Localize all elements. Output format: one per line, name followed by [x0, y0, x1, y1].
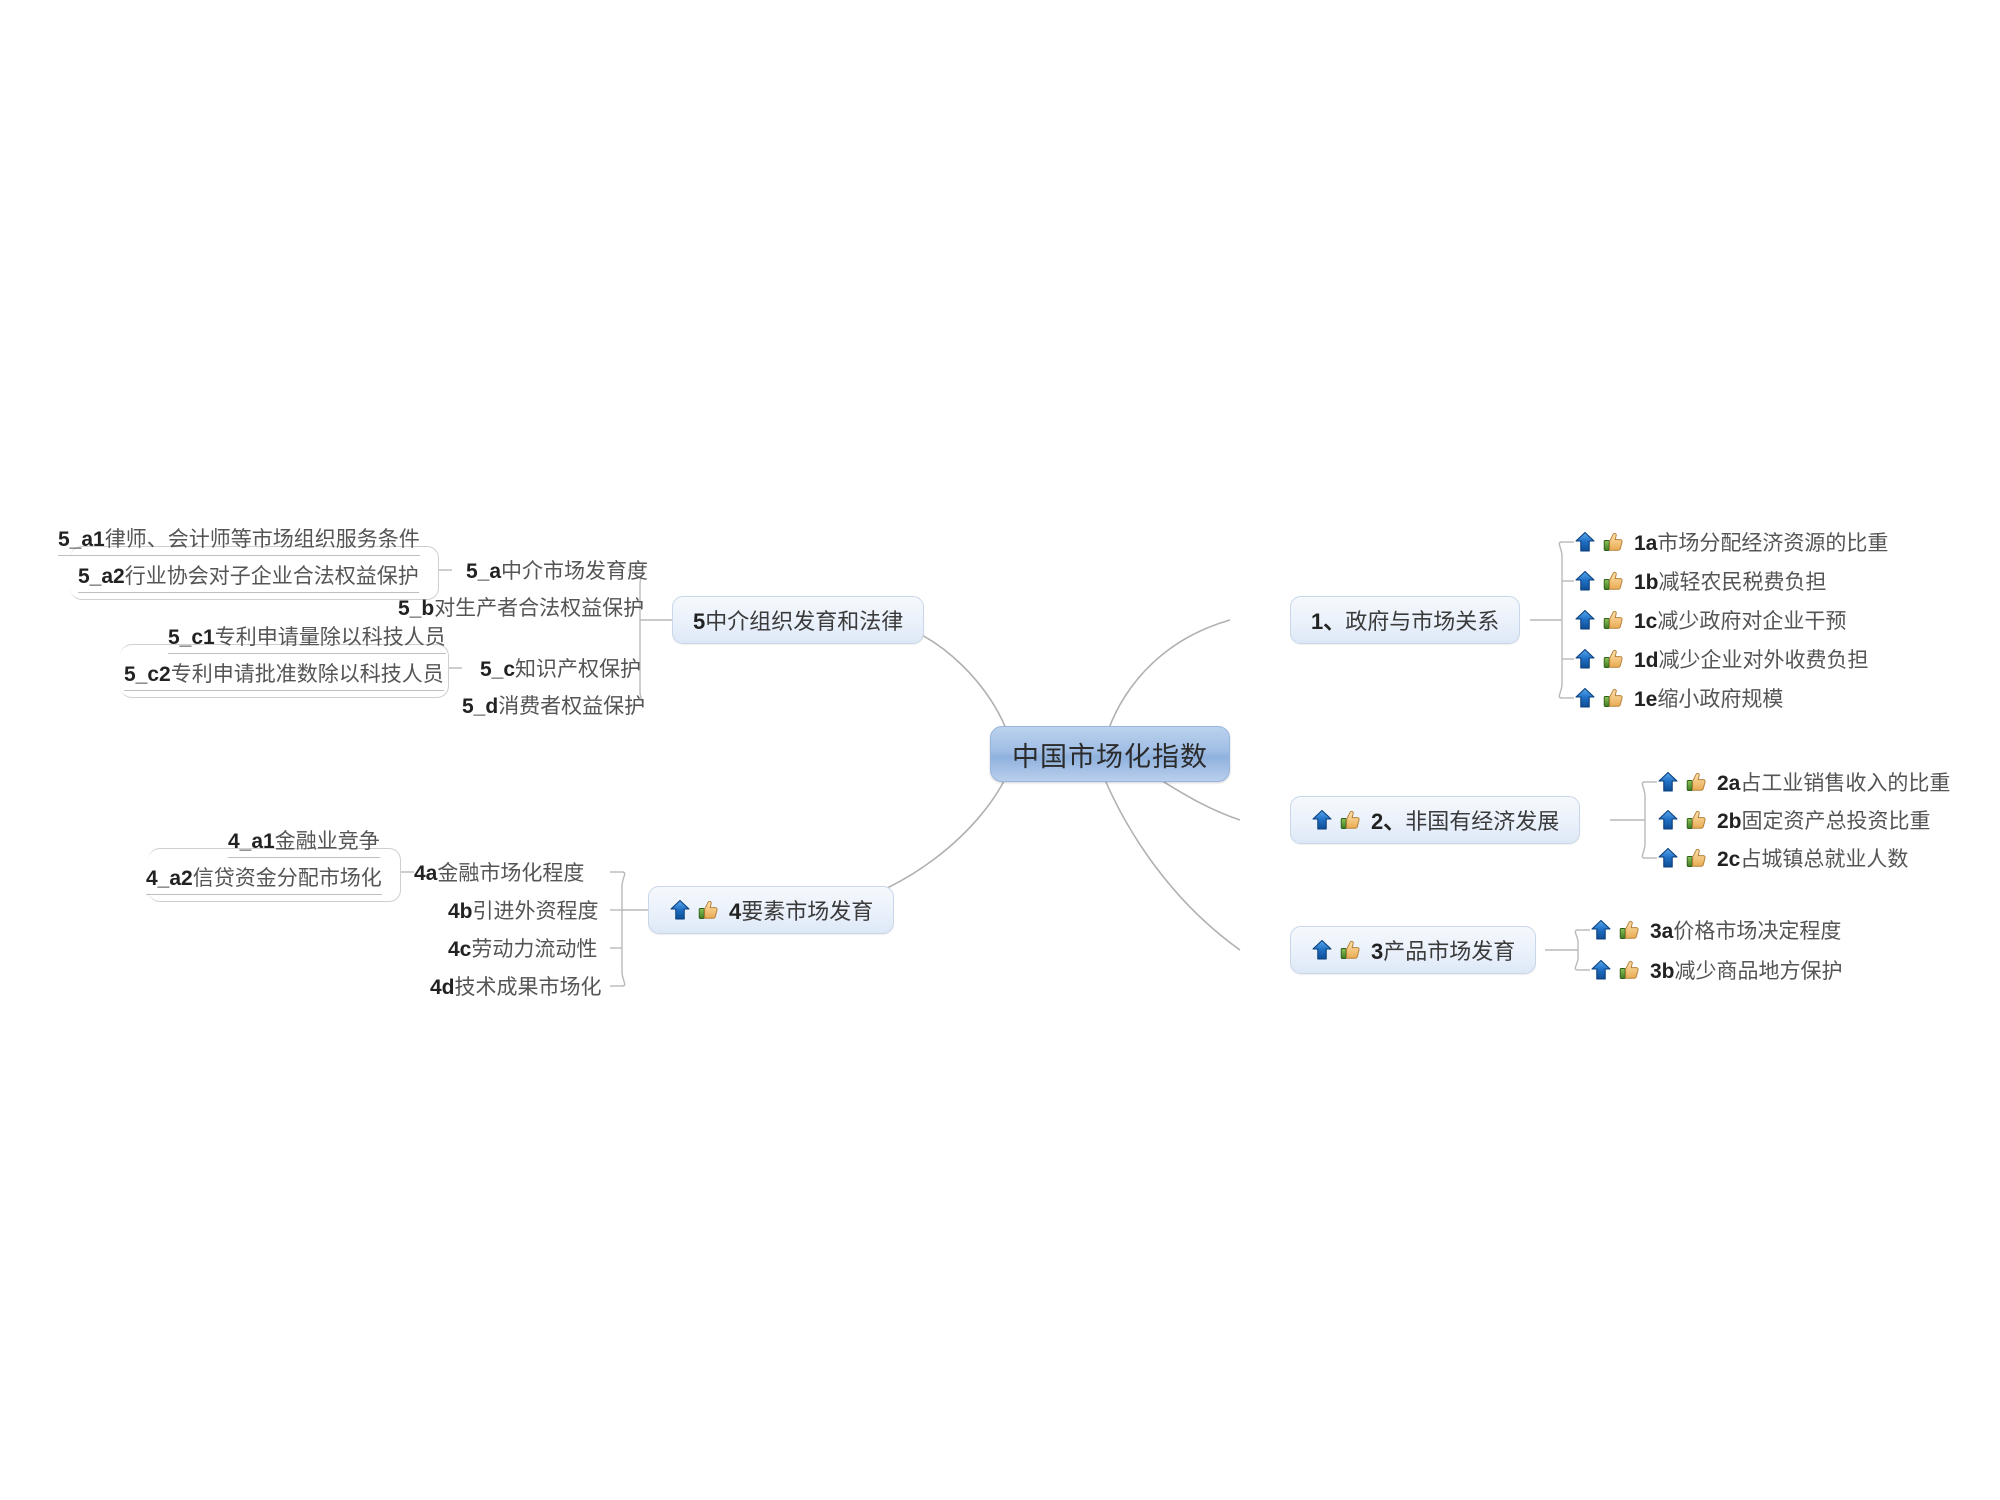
branch-5-label: 5中介组织发育和法律 [693, 609, 904, 635]
thumbs-up-icon [1618, 959, 1640, 981]
branch-4-label: 4要素市场发育 [729, 899, 874, 925]
child-node-2a[interactable]: 2a占工业销售收入的比重 [1657, 765, 1950, 799]
thumbs-up-icon [1685, 847, 1707, 869]
up-arrow-icon [1574, 648, 1596, 670]
child-node-5c[interactable]: 5_c知识产权保护 [480, 657, 642, 681]
child-node-1b[interactable]: 1b减轻农民税费负担 [1574, 564, 1827, 598]
child-node-1c[interactable]: 1c减少政府对企业干预 [1574, 603, 1846, 637]
branch-3-label: 3产品市场发育 [1371, 939, 1516, 965]
child-node-1a[interactable]: 1a市场分配经济资源的比重 [1574, 525, 1888, 559]
branch-2-label: 2、非国有经济发展 [1371, 809, 1560, 835]
child-node-5a1[interactable]: 5_a1律师、会计师等市场组织服务条件 [58, 521, 420, 556]
thumbs-up-icon [1602, 687, 1624, 709]
icon-group [1590, 919, 1640, 941]
child-node-5c2[interactable]: 5_c2专利申请批准数除以科技人员 [124, 656, 444, 691]
child-node-5c1[interactable]: 5_c1专利申请量除以科技人员 [168, 619, 446, 654]
child-node-1e[interactable]: 1e缩小政府规模 [1574, 681, 1783, 715]
up-arrow-icon [1311, 809, 1333, 831]
child-node-4c[interactable]: 4c劳动力流动性 [448, 937, 598, 961]
branch-1-label: 1、政府与市场关系 [1311, 609, 1500, 635]
icon-group [1590, 959, 1640, 981]
icon-group [1574, 531, 1624, 553]
icon-group [1574, 609, 1624, 631]
branch-node-4[interactable]: 4要素市场发育 [648, 886, 895, 934]
icon-group [1574, 687, 1624, 709]
child-node-4d[interactable]: 4d技术成果市场化 [430, 975, 602, 999]
icon-group [1574, 648, 1624, 670]
icon-group [1657, 771, 1707, 793]
icon-group [1657, 847, 1707, 869]
thumbs-up-icon [1602, 609, 1624, 631]
thumbs-up-icon [1339, 939, 1361, 961]
thumbs-up-icon [1618, 919, 1640, 941]
icon-group [1311, 939, 1361, 961]
icon-group [1657, 809, 1707, 831]
branch-node-1[interactable]: 1、政府与市场关系 [1290, 596, 1521, 644]
branch-node-3[interactable]: 3产品市场发育 [1290, 926, 1537, 974]
up-arrow-icon [1590, 959, 1612, 981]
child-node-4a1[interactable]: 4_a1金融业竞争 [228, 823, 380, 858]
up-arrow-icon [1574, 609, 1596, 631]
root-node[interactable]: 中国市场化指数 [990, 726, 1230, 782]
child-node-1d[interactable]: 1d减少企业对外收费负担 [1574, 642, 1869, 676]
icon-group [1574, 570, 1624, 592]
child-node-4b[interactable]: 4b引进外资程度 [448, 899, 599, 923]
thumbs-up-icon [1685, 771, 1707, 793]
child-node-5a2[interactable]: 5_a2行业协会对子企业合法权益保护 [78, 558, 419, 593]
child-node-4a2[interactable]: 4_a2信贷资金分配市场化 [146, 860, 382, 895]
icon-group [1311, 809, 1361, 831]
up-arrow-icon [1590, 919, 1612, 941]
child-node-3a[interactable]: 3a价格市场决定程度 [1590, 913, 1841, 947]
branch-node-2[interactable]: 2、非国有经济发展 [1290, 796, 1581, 844]
up-arrow-icon [1657, 771, 1679, 793]
thumbs-up-icon [697, 899, 719, 921]
icon-group [669, 899, 719, 921]
thumbs-up-icon [1602, 531, 1624, 553]
child-node-5b[interactable]: 5_b对生产者合法权益保护 [398, 596, 645, 620]
up-arrow-icon [1657, 847, 1679, 869]
thumbs-up-icon [1602, 648, 1624, 670]
child-node-4a[interactable]: 4a金融市场化程度 [414, 861, 585, 885]
up-arrow-icon [1574, 570, 1596, 592]
thumbs-up-icon [1339, 809, 1361, 831]
thumbs-up-icon [1602, 570, 1624, 592]
child-node-3b[interactable]: 3b减少商品地方保护 [1590, 953, 1843, 987]
child-node-2b[interactable]: 2b固定资产总投资比重 [1657, 803, 1931, 837]
up-arrow-icon [1574, 531, 1596, 553]
child-node-2c[interactable]: 2c占城镇总就业人数 [1657, 841, 1908, 875]
up-arrow-icon [1657, 809, 1679, 831]
up-arrow-icon [1574, 687, 1596, 709]
up-arrow-icon [669, 899, 691, 921]
up-arrow-icon [1311, 939, 1333, 961]
branch-node-5[interactable]: 5中介组织发育和法律 [672, 596, 925, 644]
thumbs-up-icon [1685, 809, 1707, 831]
child-node-5a[interactable]: 5_a中介市场发育度 [466, 559, 649, 583]
root-label: 中国市场化指数 [1012, 741, 1208, 772]
child-node-5d[interactable]: 5_d消费者权益保护 [462, 694, 646, 718]
